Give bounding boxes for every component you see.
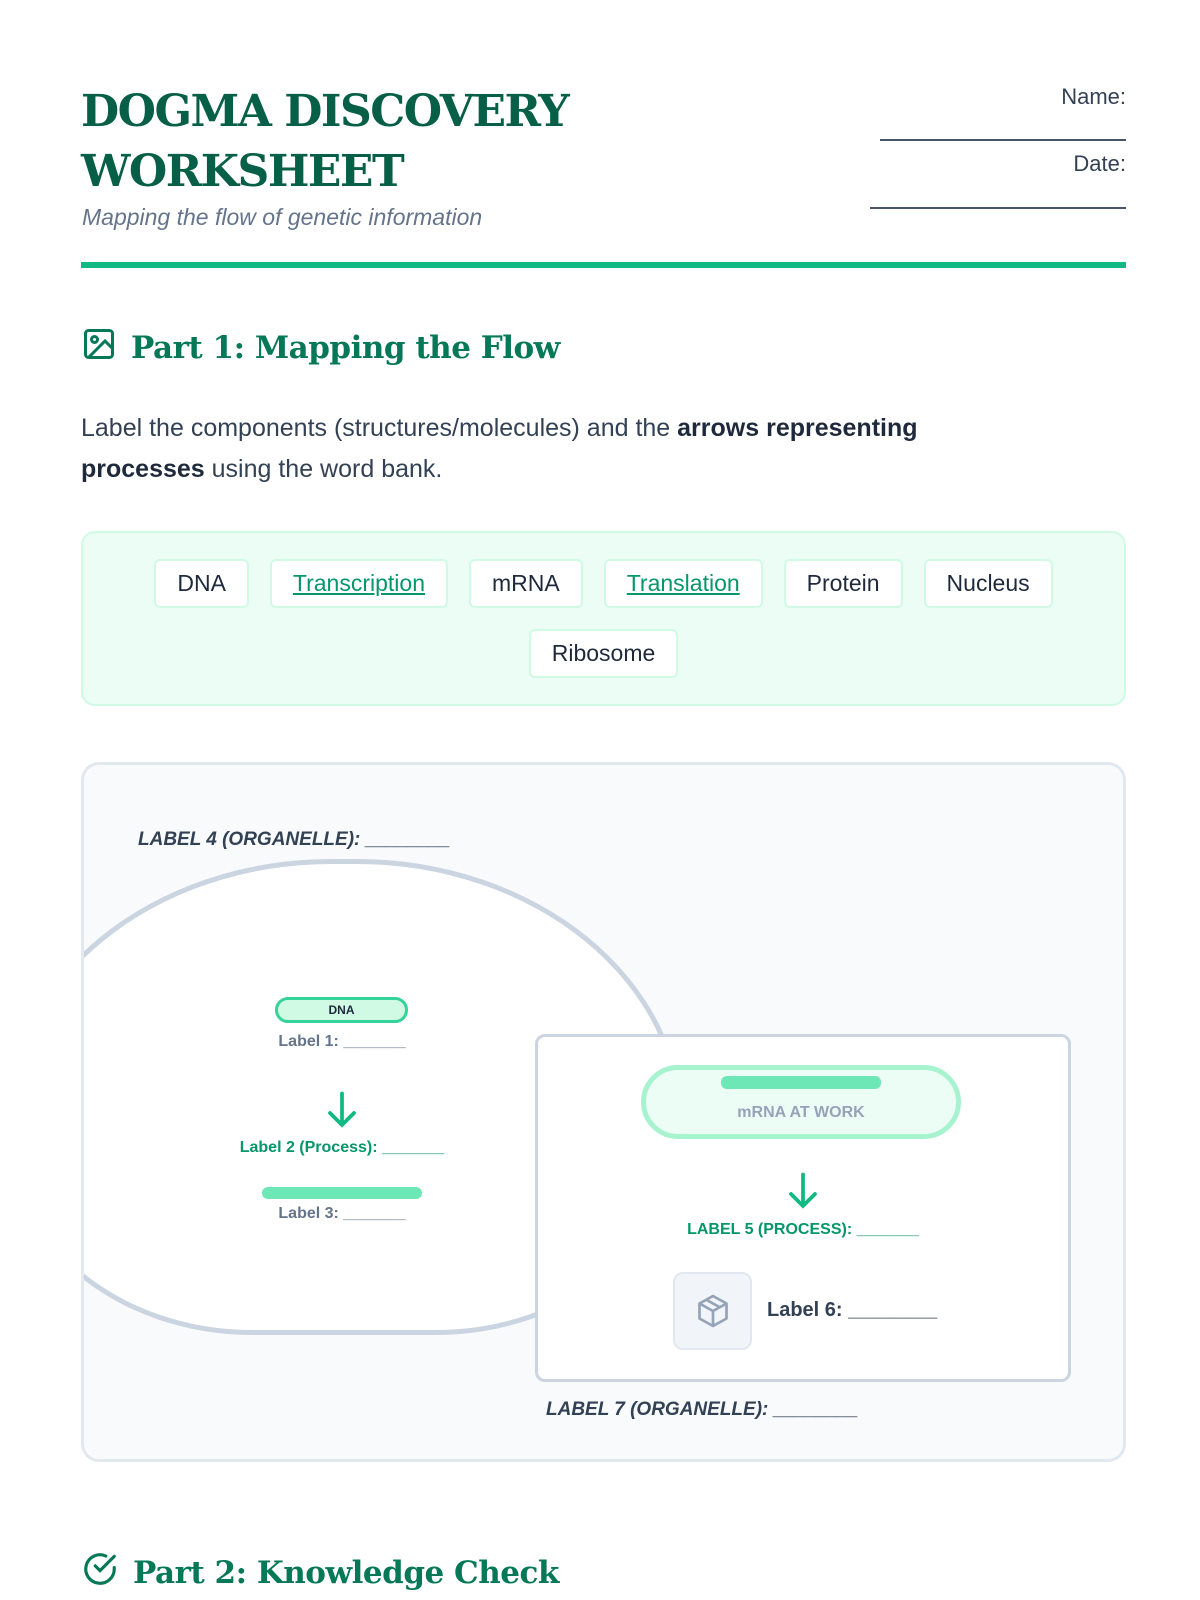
word-chip-protein[interactable]: Protein xyxy=(783,559,903,608)
check-circle-icon xyxy=(81,1550,119,1596)
word-chip-nucleus[interactable]: Nucleus xyxy=(923,559,1053,608)
mrna-at-work-pill: mRNA AT WORK xyxy=(641,1065,961,1139)
title-line-2: WORKSHEET xyxy=(81,146,405,197)
subtitle: Mapping the flow of genetic information xyxy=(82,204,483,230)
mrna-bar xyxy=(721,1076,881,1089)
date-label: Date: xyxy=(1073,151,1126,176)
diagram: LABEL 4 (ORGANELLE): ________ DNA Label … xyxy=(81,762,1126,1462)
part2-title: Part 2: Knowledge Check xyxy=(133,1555,559,1591)
label-5: LABEL 5 (PROCESS): _______ xyxy=(687,1221,919,1238)
cytoplasm-box: mRNA AT WORK LABEL 5 (PROCESS): _______ … xyxy=(535,1034,1071,1382)
label-4: LABEL 4 (ORGANELLE): ________ xyxy=(138,829,451,850)
word-chip-transcription[interactable]: Transcription xyxy=(269,559,448,608)
name-field[interactable] xyxy=(880,139,1126,141)
title-line-1: DOGMA DISCOVERY xyxy=(81,86,570,137)
word-chip-ribosome[interactable]: Ribosome xyxy=(528,629,679,678)
mrna-strand xyxy=(262,1187,422,1199)
page-title: DOGMA DISCOVERY WORKSHEET xyxy=(81,82,641,202)
label-7: LABEL 7 (ORGANELLE): ________ xyxy=(546,1399,859,1420)
part1-heading: Part 1: Mapping the Flow xyxy=(81,326,560,370)
image-icon xyxy=(81,326,117,370)
arrow-down-icon xyxy=(324,1090,360,1135)
arrow-down-icon xyxy=(785,1171,821,1216)
name-label: Name: xyxy=(1061,84,1126,109)
word-bank: DNA Transcription mRNA Translation Protein Nu… xyxy=(81,531,1126,706)
word-chip-dna[interactable]: DNA xyxy=(154,559,249,608)
label-6: Label 6: ________ xyxy=(767,1299,938,1321)
label-1: Label 1: _______ xyxy=(278,1033,406,1050)
word-chip-translation[interactable]: Translation xyxy=(603,559,763,608)
part2-heading: Part 2: Knowledge Check xyxy=(81,1550,559,1596)
mrna-tag: mRNA AT WORK xyxy=(737,1104,865,1121)
header-divider xyxy=(81,262,1126,268)
label-3: Label 3: _______ xyxy=(278,1205,406,1222)
part1-title: Part 1: Mapping the Flow xyxy=(131,330,560,366)
package-icon xyxy=(673,1272,752,1350)
word-chip-mrna[interactable]: mRNA xyxy=(469,559,583,608)
dna-tag: DNA xyxy=(275,997,408,1023)
label-2: Label 2 (Process): _______ xyxy=(239,1139,445,1156)
instructions: Label the components (structures/molecul… xyxy=(81,414,918,483)
date-field[interactable] xyxy=(870,207,1126,209)
